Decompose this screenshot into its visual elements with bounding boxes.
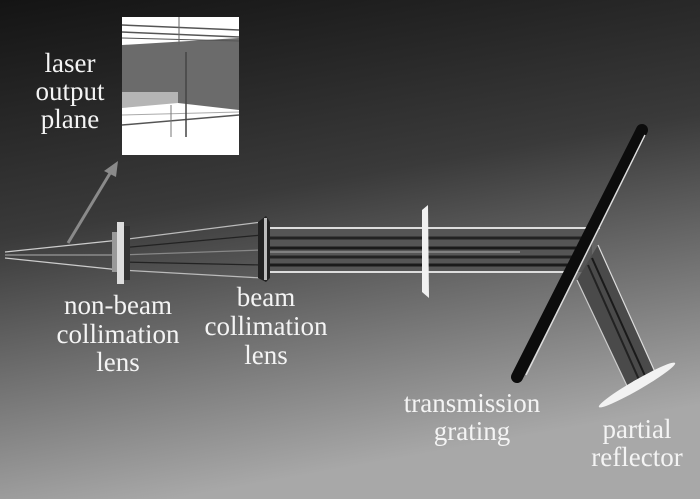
label-line: collimation (205, 311, 328, 341)
label-line: collimation (57, 319, 180, 349)
label-line: reflector (591, 442, 682, 472)
label-line: lens (244, 340, 288, 370)
partial-reflector (598, 362, 676, 408)
transmission-grating (511, 124, 648, 383)
label-line: laser (45, 48, 96, 78)
non-beam-collimation-lens (112, 222, 130, 284)
label-transmission-grating: transmission grating (404, 388, 541, 446)
label-laser-output-plane: laser output plane (35, 48, 105, 134)
label-line: partial (603, 414, 672, 444)
label-beam-collimation-lens: beam collimation lens (205, 282, 328, 370)
label-line: output (35, 76, 105, 106)
label-line: grating (434, 416, 510, 446)
beam-collimation-lens (258, 216, 270, 282)
label-non-beam-collimation-lens: non-beam collimation lens (57, 290, 180, 377)
label-line: non-beam (64, 290, 172, 320)
label-line: lens (96, 347, 140, 377)
laser-output-plane-inset (121, 17, 240, 155)
label-line: plane (41, 104, 99, 134)
small-lens (422, 205, 429, 298)
label-line: beam (237, 282, 295, 312)
label-line: transmission (404, 388, 541, 418)
label-partial-reflector: partial reflector (591, 414, 682, 472)
pointer-arrow (66, 161, 118, 244)
